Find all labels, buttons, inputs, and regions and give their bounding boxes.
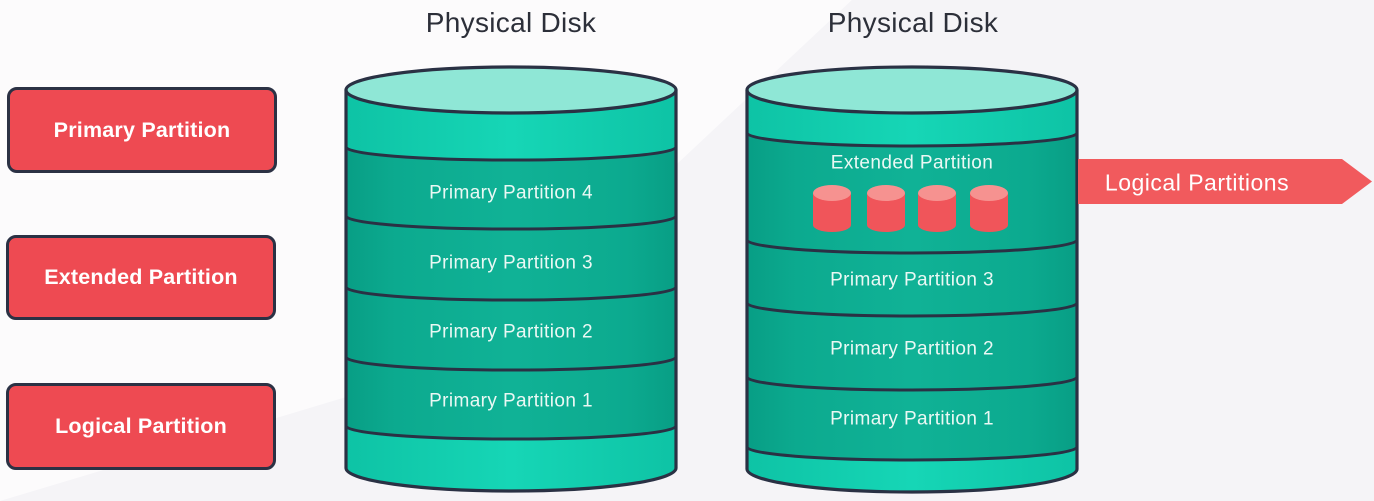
disk2-dividers bbox=[745, 132, 1079, 462]
disk2-band-pp2 bbox=[747, 303, 1077, 390]
legend-extended-partition: Extended Partition bbox=[6, 235, 276, 320]
disk2-cylinder: Extended Partition Primary Partition 3 P… bbox=[745, 65, 1079, 494]
disk2-pp1-label: Primary Partition 1 bbox=[830, 409, 994, 430]
disk1-top-ellipse bbox=[344, 65, 678, 115]
disk1-pp1-label: Primary Partition 1 bbox=[429, 391, 593, 412]
disk2-band-pp1 bbox=[747, 377, 1077, 460]
disk1-dividers bbox=[344, 146, 678, 441]
arrow-shape bbox=[1078, 159, 1372, 204]
disk2-outline bbox=[745, 90, 1079, 494]
disk1-pp4-label: Primary Partition 4 bbox=[429, 183, 593, 204]
logical-partition-mini-cylinders bbox=[813, 185, 1008, 232]
disk1-title: Physical Disk bbox=[425, 7, 597, 38]
disk2-band-extended bbox=[747, 133, 1077, 253]
logical-partitions-arrow: Logical Partitions bbox=[1078, 159, 1372, 204]
logical-partition-cylinder-icon bbox=[867, 185, 905, 232]
legend-logical-partition: Logical Partition bbox=[6, 383, 276, 470]
disk2-band-pp3 bbox=[747, 240, 1077, 316]
logical-partition-cylinder-icon bbox=[970, 185, 1008, 232]
disk2-pp2-label: Primary Partition 2 bbox=[830, 339, 994, 360]
logical-partition-cylinder-icon bbox=[918, 185, 956, 232]
disk1-pp2-label: Primary Partition 2 bbox=[429, 322, 593, 343]
disk1-band-pp4 bbox=[346, 147, 676, 229]
disk1-cylinder: Primary Partition 4 Primary Partition 3 … bbox=[344, 65, 678, 493]
disk1-band-pp1 bbox=[346, 357, 676, 439]
disk1-outline bbox=[344, 90, 678, 493]
disk2-title: Physical Disk bbox=[827, 7, 999, 38]
disk2-top-ellipse bbox=[745, 65, 1079, 115]
disk2-pp3-label: Primary Partition 3 bbox=[830, 270, 994, 291]
disk1-band-pp3 bbox=[346, 216, 676, 300]
legend-extended-partition-label: Extended Partition bbox=[44, 265, 238, 289]
disk1-band-pp2 bbox=[346, 287, 676, 370]
logical-partitions-arrow-label: Logical Partitions bbox=[1105, 170, 1289, 196]
legend-primary-partition: Primary Partition bbox=[7, 87, 277, 173]
logical-partition-cylinder-icon bbox=[813, 185, 851, 232]
legend-logical-partition-label: Logical Partition bbox=[55, 414, 227, 438]
legend-primary-partition-label: Primary Partition bbox=[53, 117, 231, 142]
disk1-pp3-label: Primary Partition 3 bbox=[429, 253, 593, 274]
disk2-extended-label: Extended Partition bbox=[831, 153, 993, 174]
